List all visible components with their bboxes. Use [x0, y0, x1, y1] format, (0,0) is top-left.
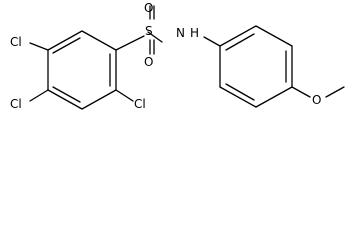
- ring-bond: [255, 86, 293, 108]
- molecule-structure: Cl Cl Cl S O O N H O: [10, 1, 345, 111]
- ring-bond: [47, 30, 83, 51]
- c-o-ether-bond: [291, 86, 311, 98]
- ether-oxygen-label: O: [312, 93, 321, 107]
- o-ch3-bond: [325, 86, 345, 98]
- methoxyphenyl-ring: [219, 25, 293, 108]
- trichlorobenzene-ring: [47, 30, 117, 110]
- chlorine-label-left: Cl: [10, 97, 22, 111]
- ring-double-bond: [225, 33, 255, 51]
- c-cl-bond-bottom: [115, 89, 134, 102]
- oxygen-label-top: O: [144, 1, 153, 15]
- s-n-bond: [147, 31, 163, 43]
- ring-double-bond: [52, 37, 81, 54]
- nitrogen-label: N: [176, 26, 185, 40]
- ring-bond: [47, 89, 83, 110]
- ring-bond: [255, 25, 293, 47]
- ring-double-bond: [52, 86, 81, 103]
- c-cl-bond-top: [29, 42, 49, 51]
- ring-bond: [81, 89, 117, 110]
- ring-bond: [219, 25, 257, 47]
- sulfur-label: S: [145, 24, 153, 38]
- ring-bond: [81, 30, 117, 51]
- c-s-bond: [115, 35, 145, 51]
- chlorine-label-top: Cl: [10, 35, 22, 49]
- ring-double-bond: [225, 83, 255, 101]
- hydrogen-label: H: [190, 26, 199, 40]
- oxygen-label-bottom: O: [144, 55, 153, 69]
- c-cl-bond-left: [29, 89, 49, 102]
- ring-bond: [219, 86, 257, 108]
- chlorine-label-bottom: Cl: [134, 97, 146, 111]
- n-c-bond: [203, 36, 221, 47]
